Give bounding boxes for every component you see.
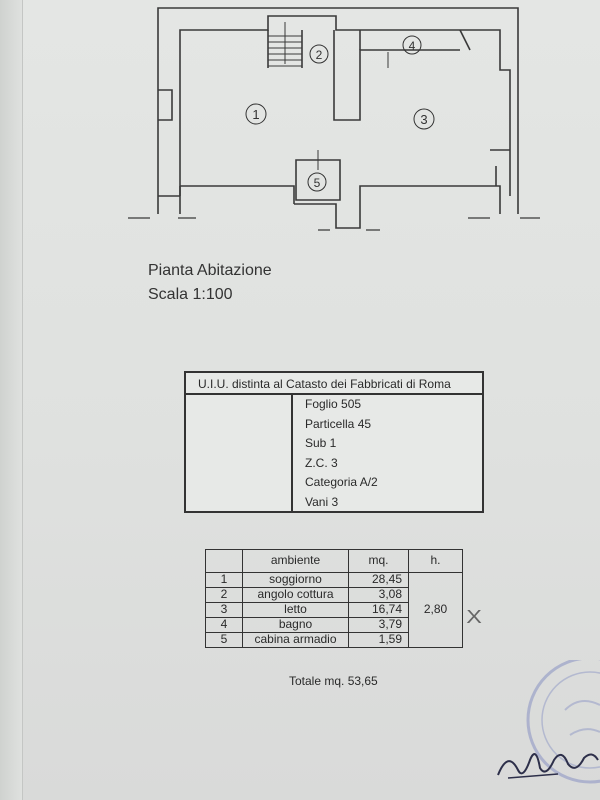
row-height: 2,80 xyxy=(408,572,463,648)
room-4-label: 4 xyxy=(409,39,416,53)
row-mq: 16,74 xyxy=(348,602,409,618)
official-stamp xyxy=(526,660,600,784)
cadastral-vani: Vani 3 xyxy=(305,494,339,509)
room-5-label: 5 xyxy=(314,176,321,190)
header-ambiente: ambiente xyxy=(242,549,349,573)
plan-title: Pianta Abitazione xyxy=(148,262,272,279)
page-edge xyxy=(0,0,23,800)
header-mq: mq. xyxy=(348,549,409,573)
row-mq: 3,08 xyxy=(348,587,409,603)
rooms-table: ambiente mq. h. 1 soggiorno 28,45 2,80 2… xyxy=(205,549,463,648)
row-number: 5 xyxy=(205,632,243,648)
row-number: 4 xyxy=(205,617,243,633)
cadastral-zc: Z.C. 3 xyxy=(305,455,338,470)
row-number: 3 xyxy=(205,602,243,618)
row-ambiente: bagno xyxy=(242,617,349,633)
cadastral-box: U.I.U. distinta al Catasto dei Fabbricat… xyxy=(184,371,484,513)
cadastral-foglio: Foglio 505 xyxy=(305,397,362,411)
table-row: 4 bagno 3,79 xyxy=(205,617,463,633)
row-mq: 28,45 xyxy=(348,572,409,588)
cadastral-details: Foglio 505 Particella 45 Sub 1 Z.C. 3 Ca… xyxy=(291,395,482,511)
outer-wall-top xyxy=(157,7,519,214)
row-mq: 1,59 xyxy=(348,632,409,648)
row-ambiente: soggiorno xyxy=(242,572,349,588)
room-2-circle xyxy=(309,44,329,64)
row-ambiente: letto xyxy=(242,602,349,618)
cadastral-categoria: Categoria A/2 xyxy=(305,475,378,489)
cadastral-title: U.I.U. distinta al Catasto dei Fabbricat… xyxy=(186,373,482,395)
table-row: 5 cabina armadio 1,59 xyxy=(205,632,463,648)
staircase xyxy=(267,22,303,68)
cadastral-particella: Particella 45 xyxy=(305,416,372,431)
row-mq: 3,79 xyxy=(348,617,409,633)
signature xyxy=(497,753,599,779)
table-row: 1 soggiorno 28,45 2,80 xyxy=(205,572,463,648)
bathroom-box xyxy=(295,159,341,201)
table-header-row: ambiente mq. h. xyxy=(205,549,463,573)
row-ambiente: angolo cottura xyxy=(242,587,349,603)
header-number xyxy=(205,549,243,573)
room-labels: 1 2 3 4 5 xyxy=(245,35,435,192)
header-h: h. xyxy=(408,549,463,573)
room-3-label: 3 xyxy=(420,112,427,127)
floor-plan: 1 2 3 4 5 xyxy=(128,7,540,231)
inner-wall-line xyxy=(179,15,511,196)
room-3-circle xyxy=(413,108,435,130)
room-5-circle xyxy=(307,172,327,192)
handwritten-mark: X xyxy=(466,607,482,627)
room-1-label: 1 xyxy=(252,107,259,122)
cadastral-sub: Sub 1 xyxy=(305,436,337,450)
room-1-circle xyxy=(245,103,267,125)
row-number: 1 xyxy=(205,572,243,588)
row-ambiente: cabina armadio xyxy=(242,632,349,648)
total-area: Totale mq. 53,65 xyxy=(289,674,378,688)
room-4-circle xyxy=(402,35,422,55)
room-2-label: 2 xyxy=(316,48,323,62)
row-number: 2 xyxy=(205,587,243,603)
plan-scale: Scala 1:100 xyxy=(148,286,233,303)
